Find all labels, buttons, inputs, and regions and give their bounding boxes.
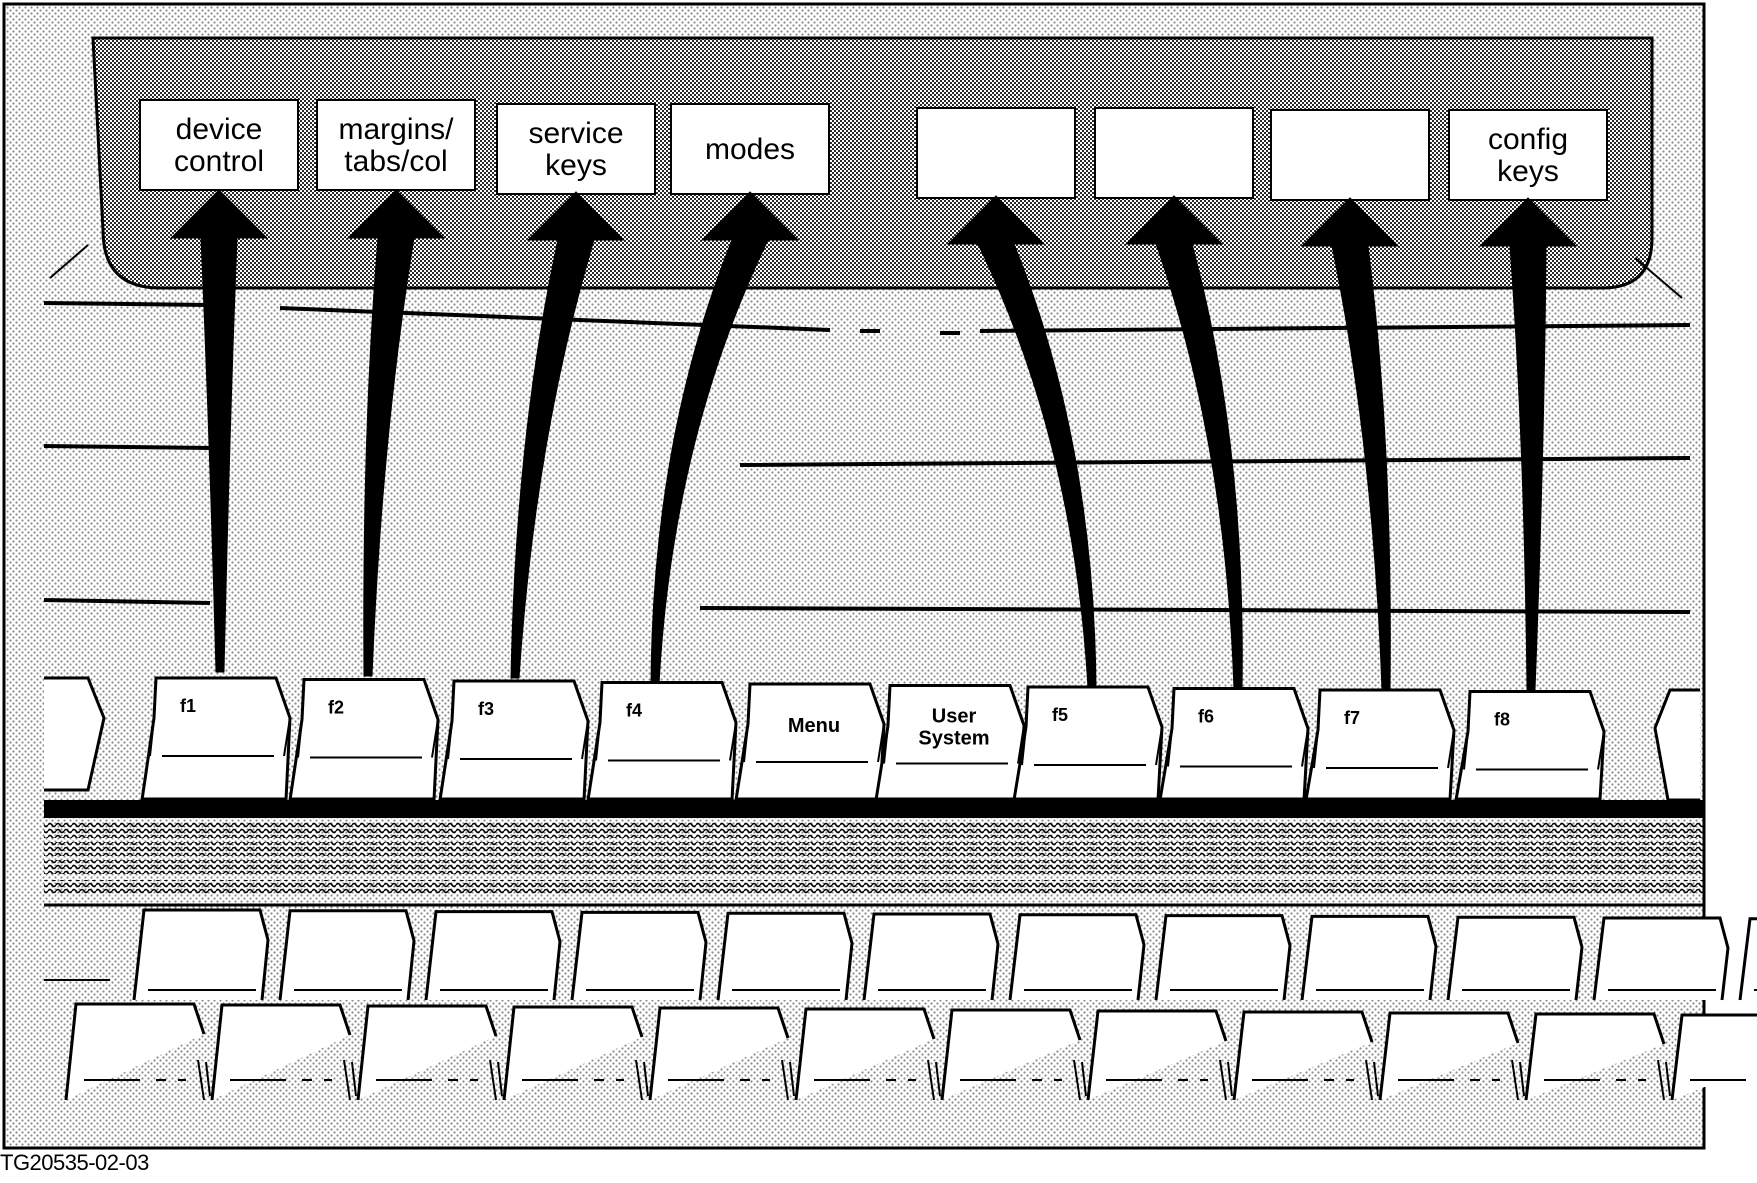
arrow-group bbox=[169, 189, 1578, 691]
softkey-label-text: device bbox=[176, 113, 263, 146]
softkey-label-5 bbox=[916, 107, 1076, 199]
key-f4: f4 bbox=[586, 681, 738, 803]
softkey-label-box bbox=[316, 99, 476, 191]
softkey-label-box bbox=[139, 99, 299, 191]
key-label: f1 bbox=[180, 696, 196, 716]
arrow-1 bbox=[169, 189, 269, 673]
softkey-label-text: service bbox=[528, 117, 623, 150]
key-cap bbox=[586, 681, 738, 802]
arrow-5 bbox=[946, 195, 1097, 689]
arrow-8 bbox=[1478, 197, 1578, 691]
key-f6: f6 bbox=[1158, 687, 1310, 803]
softkey-label-row: devicecontrolmargins/tabs/colservicekeys… bbox=[139, 99, 1608, 201]
blank-key bbox=[1086, 1009, 1233, 1101]
key-label: Menu bbox=[788, 715, 840, 737]
softkey-label-2: margins/tabs/col bbox=[316, 99, 476, 191]
key-label: f8 bbox=[1494, 710, 1510, 730]
blank-key bbox=[424, 910, 562, 1001]
key-cap bbox=[1158, 687, 1310, 802]
main-key-rows bbox=[44, 908, 1757, 1101]
blank-key bbox=[356, 1004, 503, 1101]
key-f3: f3 bbox=[438, 679, 590, 803]
key-label: f3 bbox=[478, 699, 494, 719]
blank-key bbox=[1300, 914, 1438, 1001]
softkey-label-7 bbox=[1270, 109, 1430, 201]
softkey-label-box bbox=[670, 103, 830, 195]
blank-key bbox=[1154, 914, 1292, 1001]
blank-key bbox=[794, 1007, 941, 1101]
softkey-label-text: modes bbox=[705, 133, 795, 166]
key-f2: f2 bbox=[288, 678, 440, 803]
softkey-label-box bbox=[496, 103, 656, 195]
blank-key bbox=[1670, 1013, 1757, 1101]
screen-bezel bbox=[91, 36, 1654, 290]
blank-key bbox=[210, 1003, 357, 1101]
figure-id: TG20535-02-03 bbox=[0, 1150, 149, 1175]
softkey-label-text: keys bbox=[545, 149, 607, 182]
arrow-7 bbox=[1300, 197, 1400, 691]
blank-key bbox=[1446, 915, 1584, 1001]
blank-key bbox=[132, 908, 270, 1001]
key-cap bbox=[1454, 690, 1606, 802]
blank-key bbox=[862, 912, 1000, 1001]
left-edge-key bbox=[44, 676, 106, 792]
blank-key bbox=[278, 909, 416, 1001]
softkey-label-4: modes bbox=[670, 103, 830, 195]
arrow-6 bbox=[1124, 195, 1243, 691]
key-cap bbox=[438, 679, 590, 802]
key-f8: f8 bbox=[1454, 690, 1606, 803]
blank-key bbox=[1378, 1011, 1525, 1101]
key-label: f5 bbox=[1052, 705, 1068, 725]
blank-key bbox=[1524, 1012, 1671, 1101]
key-menu: Menu bbox=[734, 682, 886, 803]
blank-key bbox=[502, 1005, 649, 1101]
blank-key bbox=[1008, 913, 1146, 1001]
key-cap bbox=[1304, 688, 1456, 802]
softkey-label-box bbox=[916, 107, 1076, 199]
softkey-label-text: control bbox=[174, 145, 264, 178]
softkey-label-text: config bbox=[1488, 123, 1568, 156]
blank-key bbox=[716, 911, 854, 1001]
key-cap bbox=[140, 676, 292, 802]
softkey-label-box bbox=[1270, 109, 1430, 201]
key-label: f7 bbox=[1344, 708, 1360, 728]
key-f7: f7 bbox=[1304, 688, 1456, 803]
key-label: f2 bbox=[328, 698, 344, 718]
key-f5: f5 bbox=[1012, 685, 1164, 803]
key-cap bbox=[1012, 685, 1164, 802]
blank-key bbox=[570, 910, 708, 1001]
arrow-2 bbox=[346, 189, 446, 677]
blank-key bbox=[940, 1008, 1087, 1101]
key-label: User bbox=[932, 706, 977, 728]
keyboard-deck bbox=[44, 800, 1704, 907]
key-f1: f1 bbox=[140, 676, 292, 803]
blank-key bbox=[1232, 1010, 1379, 1101]
key-label: System bbox=[918, 728, 989, 750]
blank-key bbox=[1738, 917, 1757, 1001]
arrow-3 bbox=[510, 191, 626, 679]
softkey-label-text: keys bbox=[1497, 155, 1559, 188]
arrow-4 bbox=[650, 191, 800, 685]
key-label: f4 bbox=[626, 701, 642, 721]
key-cap bbox=[288, 678, 440, 802]
blank-key bbox=[1592, 916, 1730, 1001]
blank-key bbox=[648, 1006, 795, 1101]
softkey-label-text: margins/ bbox=[338, 113, 454, 146]
blank-key bbox=[64, 1002, 211, 1101]
softkey-label-6 bbox=[1094, 107, 1254, 199]
key-label: f6 bbox=[1198, 707, 1214, 727]
softkey-label-text: tabs/col bbox=[344, 145, 447, 178]
softkey-label-box bbox=[1094, 107, 1254, 199]
key-cap bbox=[734, 682, 886, 802]
